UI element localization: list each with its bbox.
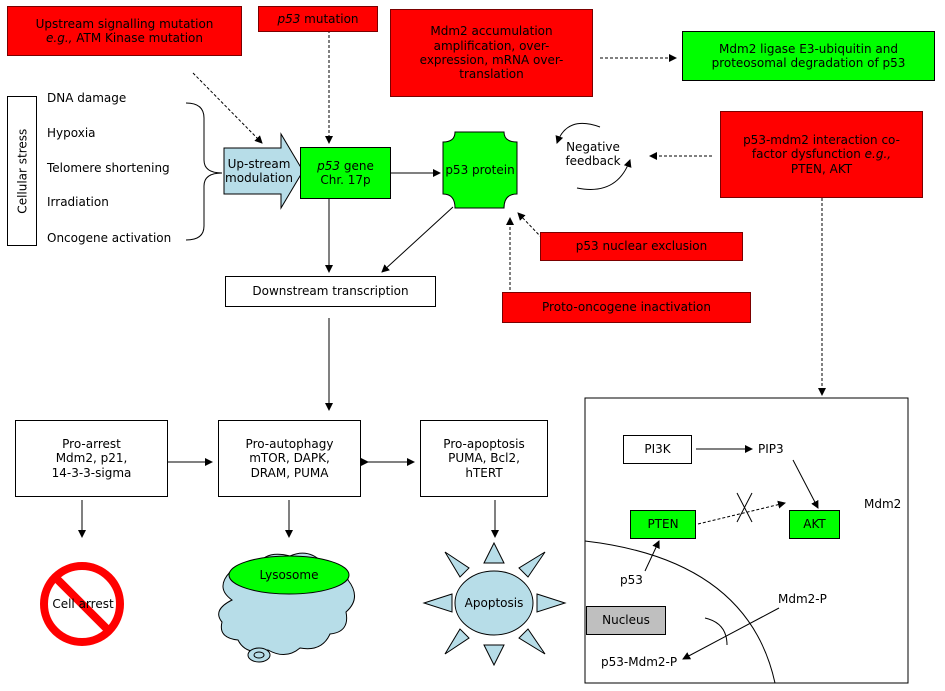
cellular-stress-label-box: Cellular stress <box>7 96 37 246</box>
pro-apoptosis-box: Pro-apoptosis PUMA, Bcl2, hTERT <box>420 420 548 497</box>
apoptosis-line2: PUMA, Bcl2, <box>448 451 520 466</box>
p53-mdm2p-label: p53-Mdm2-P <box>601 655 678 669</box>
autophagy-line2: mTOR, DAPK, <box>249 451 330 466</box>
cofactor-line2a: factor dysfunction <box>751 147 865 162</box>
pi3k-box: PI3K <box>623 435 692 464</box>
p53-mutation-em: p53 <box>277 11 301 26</box>
cellular-stress-title: Cellular stress <box>14 128 29 214</box>
gene-em: p53 <box>317 158 341 173</box>
mdm2p-label: Mdm2-P <box>778 592 827 606</box>
p53-mutation-box: p53 mutation <box>258 6 378 32</box>
upstream-modulation-label: Up-stream modulation <box>224 150 294 192</box>
block-mark-2 <box>736 492 753 523</box>
mdm2-ligase-label: Mdm2 ligase E3-ubiquitin and proteosomal… <box>711 41 906 70</box>
mdm2-accumulation-box: Mdm2 accumulation amplification, over-ex… <box>390 9 593 97</box>
cofactor-line2: factor dysfunction e.g., <box>752 147 891 161</box>
upstream-line2-rest: ATM Kinase mutation <box>72 31 203 45</box>
p53-mutation-label: p53 mutation <box>277 12 358 26</box>
apoptosis-label: Apoptosis <box>464 595 524 610</box>
lysosome-label: Lysosome <box>259 567 319 582</box>
feedback-line1: Negative <box>566 139 620 154</box>
mdm2-label: Mdm2 <box>864 497 902 511</box>
arrest-line2: Mdm2, p21, <box>55 451 128 466</box>
nucleus-membrane <box>584 540 776 684</box>
p53-mutation-rest: mutation <box>300 11 359 26</box>
downstream-transcription-box: Downstream transcription <box>225 276 436 307</box>
arrest-line3: 14-3-3-sigma <box>51 465 132 480</box>
cofactor-eg: e.g., <box>864 147 892 162</box>
p53-inset-label: p53 <box>620 573 643 587</box>
stress-item-telomere: Telomere shortening <box>47 161 170 175</box>
upstream-line1: Upstream signalling mutation <box>35 16 214 31</box>
proto-oncogene-box: Proto-oncogene inactivation <box>502 292 751 323</box>
nuclear-exclusion-box: p53 nuclear exclusion <box>540 232 743 261</box>
stress-item-oncogene: Oncogene activation <box>47 231 172 245</box>
stress-item-irradiation: Irradiation <box>47 195 109 209</box>
cloud-curl-icon <box>247 647 271 663</box>
no-symbol-icon <box>40 562 124 646</box>
lysosome-ellipse <box>228 555 350 595</box>
cofactor-line1: p53-mdm2 interaction co- <box>743 132 900 147</box>
apoptosis-sun-icon <box>422 541 567 667</box>
pro-arrest-box: Pro-arrest Mdm2, p21, 14-3-3-sigma <box>15 420 168 497</box>
upmod-line1: Up-stream <box>227 156 291 171</box>
apoptosis-line1: Pro-apoptosis <box>443 436 525 451</box>
cofactor-line3: PTEN, AKT <box>790 161 853 176</box>
cell-arrest-label: Cell arrest <box>52 596 114 611</box>
p53-gene-box: p53 gene Chr. 17p <box>300 147 391 199</box>
apoptosis-line3: hTERT <box>465 465 503 480</box>
autophagy-line1: Pro-autophagy <box>245 436 334 451</box>
akt-box: AKT <box>789 510 840 539</box>
gene-rest: gene <box>340 158 374 173</box>
p53-protein-shape <box>442 131 518 209</box>
stress-item-dna-damage: DNA damage <box>47 91 127 105</box>
p53-protein-label: p53 protein <box>445 162 515 177</box>
arrow-upstream-to-modulation <box>192 72 263 144</box>
gene-line2: Chr. 17p <box>320 173 371 187</box>
arrow-mdm2p-complex <box>682 607 780 660</box>
stress-item-hypoxia: Hypoxia <box>47 126 96 140</box>
feedback-arrow-bottom <box>576 159 632 190</box>
gene-line1: p53 gene <box>317 159 374 173</box>
pro-autophagy-box: Pro-autophagy mTOR, DAPK, DRAM, PUMA <box>218 420 361 497</box>
upstream-mutation-box: Upstream signalling mutation e.g., ATM K… <box>7 6 242 56</box>
nucleus-box: Nucleus <box>586 606 666 635</box>
upstream-eg: e.g., <box>46 31 73 45</box>
mdm2-ligase-box: Mdm2 ligase E3-ubiquitin and proteosomal… <box>682 31 935 81</box>
negative-feedback-label: Negative feedback <box>558 137 628 171</box>
pten-box: PTEN <box>630 510 696 539</box>
arrow-protein-to-downstream <box>381 206 454 273</box>
upmod-line2: modulation <box>225 171 293 185</box>
upstream-modulation-arrow <box>223 132 304 210</box>
pip3-label: PIP3 <box>758 442 784 456</box>
arrest-line1: Pro-arrest <box>62 436 121 451</box>
arrow-pip3-akt <box>792 459 819 509</box>
arrow-p53-pten <box>644 540 660 572</box>
feedback-arrow-top <box>555 123 601 144</box>
feedback-line2: feedback <box>565 154 621 168</box>
autophagy-line3: DRAM, PUMA <box>250 465 329 480</box>
upstream-line2: e.g., ATM Kinase mutation <box>46 31 203 45</box>
stress-brace <box>185 102 223 241</box>
arrow-exclusion-to-protein <box>517 212 543 239</box>
cofactor-box: p53-mdm2 interaction co- factor dysfunct… <box>720 111 923 198</box>
mdm2-accumulation-label: Mdm2 accumulation amplification, over-ex… <box>419 24 564 82</box>
nucleus-curve-arrow <box>704 617 728 646</box>
